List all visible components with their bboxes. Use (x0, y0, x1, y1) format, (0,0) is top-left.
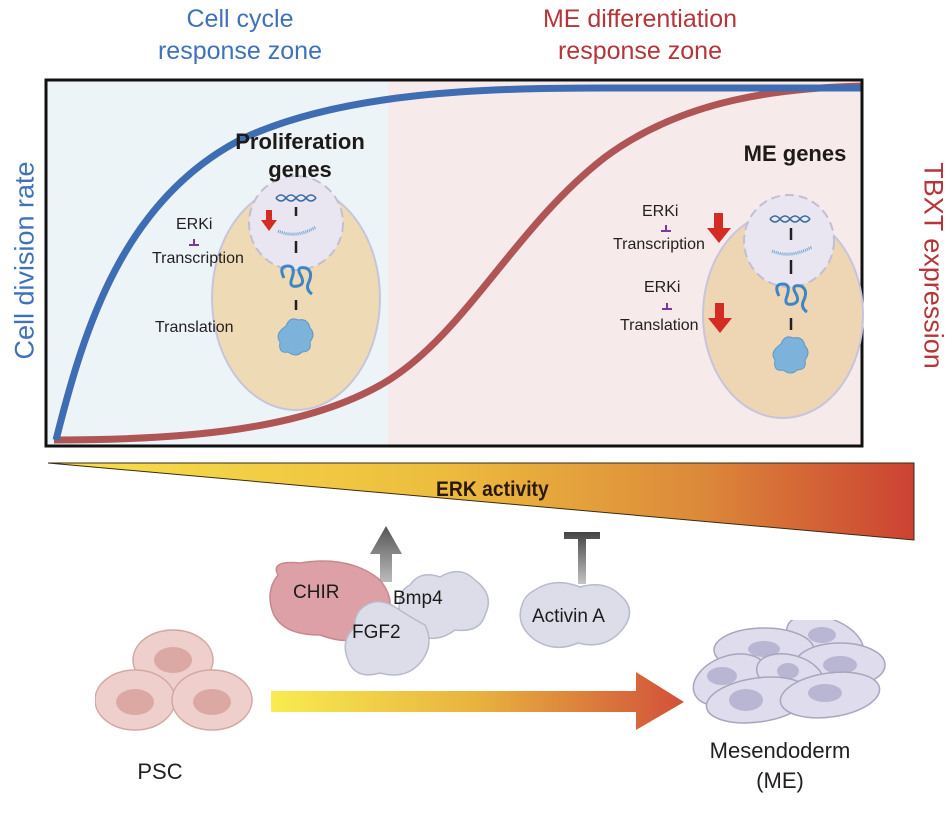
psc-cells (95, 629, 253, 731)
activation-arrow-icon (370, 526, 402, 582)
transcription-label: Transcription (152, 250, 244, 267)
erk-activity-label: ERK activity (436, 478, 549, 501)
nucleus (248, 175, 344, 271)
inhibition-bar-icon (564, 532, 600, 584)
mrna-icon (277, 225, 317, 236)
proliferation-genes-title: Proliferation genes (210, 128, 390, 184)
mesendoderm-label-line1: Mesendoderm (709, 738, 851, 763)
proliferation-genes-title-line1: Proliferation (235, 129, 365, 154)
me-genes-cell-diagram (702, 194, 864, 419)
cell-cycle-zone-title: Cell cycle response zone (95, 3, 385, 67)
response-plot (44, 78, 864, 448)
cell-cycle-zone-title-line1: Cell cycle (186, 5, 294, 33)
me-zone-title-line1: ME differentiation (542, 5, 738, 33)
me-zone-title-line2: response zone (557, 37, 722, 65)
cell-division-rate-axis-label: Cell division rate (9, 161, 40, 360)
me-differentiation-zone-title: ME differentiation response zone (490, 3, 790, 67)
dna-icon (769, 215, 811, 223)
erki-label: ERKi (642, 203, 679, 220)
polypeptide-icon (280, 264, 313, 296)
down-arrow-icon (261, 210, 277, 231)
mesendoderm-cells (692, 620, 886, 724)
proliferation-genes-title-line2: genes (268, 157, 332, 182)
psc-label: PSC (137, 759, 183, 784)
dna-icon (275, 194, 317, 202)
signaling-factors (269, 560, 631, 676)
mesendoderm-label-line2: (ME) (756, 768, 804, 793)
tbxt-expression-axis-label: TBXT expression (918, 162, 949, 369)
fgf2-label: FGF2 (352, 622, 401, 643)
transcription-label: Transcription (613, 236, 705, 253)
inhibition-icon (662, 303, 672, 310)
translation-label: Translation (155, 319, 234, 336)
transcription-down-arrow-icon (707, 213, 731, 243)
activin-a-label: Activin A (532, 606, 605, 627)
mesendoderm-label: Mesendoderm (ME) (680, 736, 880, 796)
plot-frame (44, 78, 864, 448)
differentiation-arrow (271, 672, 684, 730)
fgf2-molecule (344, 601, 430, 676)
cell-cycle-zone-title-line2: response zone (157, 37, 322, 65)
polypeptide-icon (775, 282, 808, 314)
cell-division-curve (52, 84, 862, 441)
inhibition-icon (189, 239, 199, 246)
translation-label: Translation (620, 317, 699, 334)
bmp4-label: Bmp4 (393, 588, 443, 609)
erk-activity-wedge (47, 462, 915, 541)
nucleus (743, 194, 835, 288)
erki-label: ERKi (644, 279, 681, 296)
inhibition-icon (661, 225, 671, 232)
bmp4-molecule (398, 571, 490, 639)
activin-a-molecule (519, 581, 631, 649)
me-genes-title: ME genes (743, 141, 847, 166)
chir-label: CHIR (293, 582, 340, 603)
protein-icon (277, 318, 314, 356)
proliferation-cell-diagram (211, 175, 381, 411)
erki-label: ERKi (176, 216, 213, 233)
protein-icon (772, 336, 809, 374)
translation-down-arrow-icon (708, 303, 732, 333)
tbxt-expression-curve (53, 82, 863, 444)
